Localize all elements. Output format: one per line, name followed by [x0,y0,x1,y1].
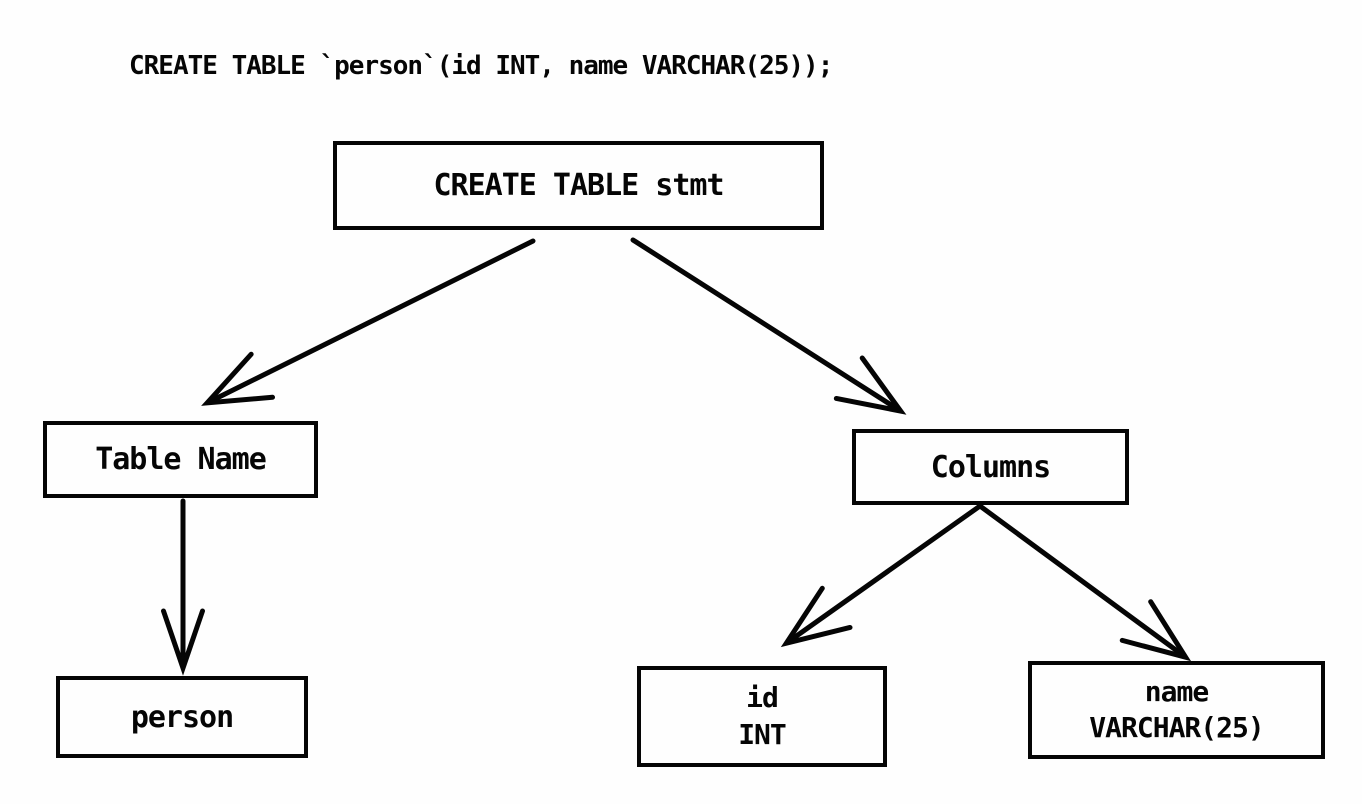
edge-root-to-table-name [201,238,536,406]
node-table-name-label: Table Name [95,442,267,477]
node-columns: Columns [852,429,1129,505]
node-person-label: person [130,699,234,735]
edge-columns-to-name [977,503,1192,662]
edge-root-to-columns [630,237,907,415]
node-person: person [56,676,308,758]
node-id-int-name-line: id [746,681,779,715]
node-name-varchar: name VARCHAR(25) [1028,661,1325,759]
node-create-table-stmt: CREATE TABLE stmt [333,141,824,230]
node-id-int-type-line: INT [738,717,787,751]
node-columns-label: Columns [930,449,1051,485]
node-name-varchar-type-line: VARCHAR(25) [1089,711,1264,744]
sql-statement-text: CREATE TABLE `person`(id INT, name VARCH… [129,51,833,81]
node-id-int: id INT [637,666,887,767]
node-name-varchar-name-line: name [1144,674,1209,708]
node-table-name: Table Name [43,421,318,498]
node-create-table-stmt-label: CREATE TABLE stmt [433,168,724,203]
edge-columns-to-id [780,503,983,648]
